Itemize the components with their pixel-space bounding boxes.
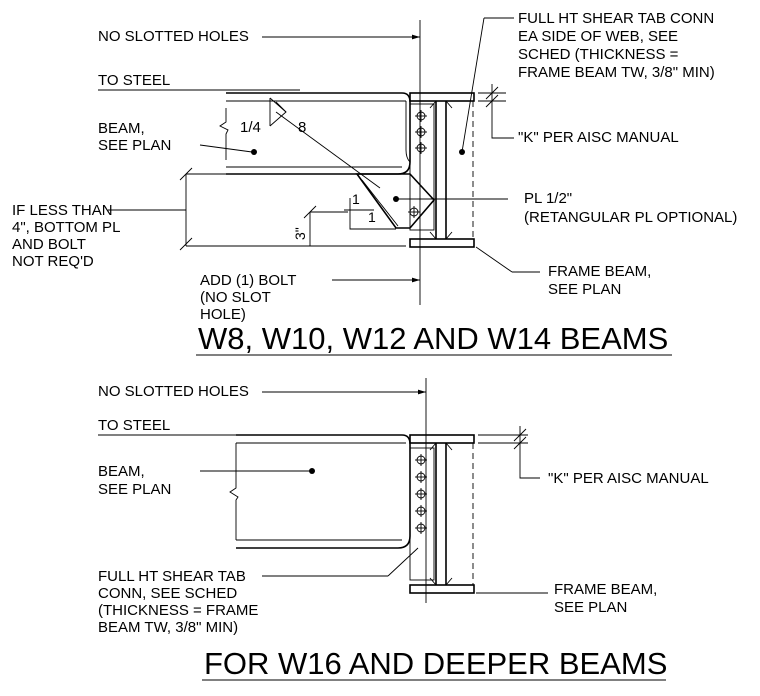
detail-1-title: W8, W10, W12 AND W14 BEAMS [198, 321, 668, 356]
bolt-1d [408, 206, 420, 218]
bolt-1a [415, 110, 427, 122]
svg-text:AND BOLT: AND BOLT [12, 236, 86, 253]
dimension-3in: 3" [292, 205, 348, 246]
svg-text:TO STEEL: TO STEEL [98, 417, 170, 434]
bolt-1c [415, 142, 427, 154]
bottom-plate-1: 1 1 [344, 173, 436, 230]
beam-note-2: BEAM, SEE PLAN [98, 463, 315, 498]
frame-beam-note-2: FRAME BEAM, SEE PLAN [476, 581, 657, 616]
svg-text:SEE PLAN: SEE PLAN [98, 137, 171, 154]
bolt-2a [415, 454, 427, 466]
svg-text:CONN, SEE SCHED: CONN, SEE SCHED [98, 585, 237, 602]
bolt-2e [415, 522, 427, 534]
svg-text:SEE PLAN: SEE PLAN [554, 599, 627, 616]
svg-text:HOLE): HOLE) [200, 306, 246, 323]
svg-text:BEAM,: BEAM, [98, 120, 145, 137]
detail-2-deep-beams: NO SLOTTED HOLES TO STEEL BEAM, SEE PLAN… [98, 378, 709, 681]
frame-beam-1 [409, 92, 475, 248]
svg-text:"K" PER AISC MANUAL: "K" PER AISC MANUAL [548, 470, 709, 487]
svg-text:NO SLOTTED HOLES: NO SLOTTED HOLES [98, 28, 249, 45]
frame-beam-note-1: FRAME BEAM, SEE PLAN [475, 246, 651, 298]
svg-text:4", BOTTOM PL: 4", BOTTOM PL [12, 219, 120, 236]
to-steel-note-1: TO STEEL [98, 72, 300, 91]
svg-text:NO SLOTTED HOLES: NO SLOTTED HOLES [98, 383, 249, 400]
no-slotted-holes-note-2: NO SLOTTED HOLES [98, 378, 427, 603]
weld-length-label: 8 [298, 119, 306, 136]
shear-tab-note-1: FULL HT SHEAR TAB CONN EA SIDE OF WEB, S… [459, 10, 715, 155]
k-note-1: "K" PER AISC MANUAL [478, 84, 679, 146]
svg-text:EA SIDE OF WEB, SEE: EA SIDE OF WEB, SEE [518, 28, 678, 45]
weld-symbol-1: 1/4 8 [240, 97, 381, 189]
slope-vertical-label: 1 [352, 191, 360, 207]
svg-text:(THICKNESS = FRAME: (THICKNESS = FRAME [98, 602, 258, 619]
frame-beam-2 [409, 434, 475, 594]
svg-text:SCHED (THICKNESS =: SCHED (THICKNESS = [518, 46, 679, 63]
bolt-2d [415, 505, 427, 517]
svg-text:(RETANGULAR PL OPTIONAL): (RETANGULAR PL OPTIONAL) [524, 209, 737, 226]
no-slotted-holes-note-1: NO SLOTTED HOLES [98, 20, 421, 305]
svg-text:"K" PER AISC MANUAL: "K" PER AISC MANUAL [518, 129, 679, 146]
detail-1-small-beams: 1 1 1/4 8 NO SLOTTED HOLES TO STEEL BEAM… [12, 10, 737, 356]
bolt-1b [415, 126, 427, 138]
svg-text:(NO SLOT: (NO SLOT [200, 289, 271, 306]
svg-text:FRAME BEAM TW, 3/8" MIN): FRAME BEAM TW, 3/8" MIN) [518, 64, 715, 81]
svg-text:PL 1/2": PL 1/2" [524, 190, 572, 207]
svg-text:TO STEEL: TO STEEL [98, 72, 170, 89]
svg-text:BEAM,: BEAM, [98, 463, 145, 480]
svg-text:BEAM TW, 3/8" MIN): BEAM TW, 3/8" MIN) [98, 619, 238, 636]
svg-text:FRAME BEAM,: FRAME BEAM, [548, 263, 651, 280]
slope-horizontal-label: 1 [368, 209, 376, 225]
svg-text:SEE PLAN: SEE PLAN [548, 281, 621, 298]
dimension-3in-label: 3" [292, 227, 308, 240]
k-note-2: "K" PER AISC MANUAL [478, 426, 709, 487]
bolt-2c [415, 488, 427, 500]
bolt-2b [415, 471, 427, 483]
shear-tab-1 [409, 103, 435, 231]
svg-text:FULL HT SHEAR TAB CONN: FULL HT SHEAR TAB CONN [518, 10, 714, 27]
shear-tab-note-2: FULL HT SHEAR TAB CONN, SEE SCHED (THICK… [98, 547, 419, 636]
shear-tab-2 [409, 447, 435, 581]
beam-note-1: BEAM, SEE PLAN [98, 120, 257, 155]
beam-2-outline [229, 434, 411, 549]
svg-text:SEE PLAN: SEE PLAN [98, 481, 171, 498]
weld-size-label: 1/4 [240, 119, 261, 136]
svg-text:NOT REQ'D: NOT REQ'D [12, 253, 94, 270]
svg-text:FULL HT SHEAR TAB: FULL HT SHEAR TAB [98, 568, 246, 585]
svg-text:IF LESS THAN: IF LESS THAN [12, 202, 113, 219]
to-steel-note-2: TO STEEL [98, 417, 236, 436]
if-less-than-note: IF LESS THAN 4", BOTTOM PL AND BOLT NOT … [12, 167, 406, 270]
detail-2-title: FOR W16 AND DEEPER BEAMS [204, 646, 667, 681]
add-bolt-note: ADD (1) BOLT (NO SLOT HOLE) [200, 272, 420, 323]
plate-note-1: PL 1/2" (RETANGULAR PL OPTIONAL) [393, 190, 737, 226]
svg-text:FRAME BEAM,: FRAME BEAM, [554, 581, 657, 598]
svg-text:ADD (1) BOLT: ADD (1) BOLT [200, 272, 296, 289]
